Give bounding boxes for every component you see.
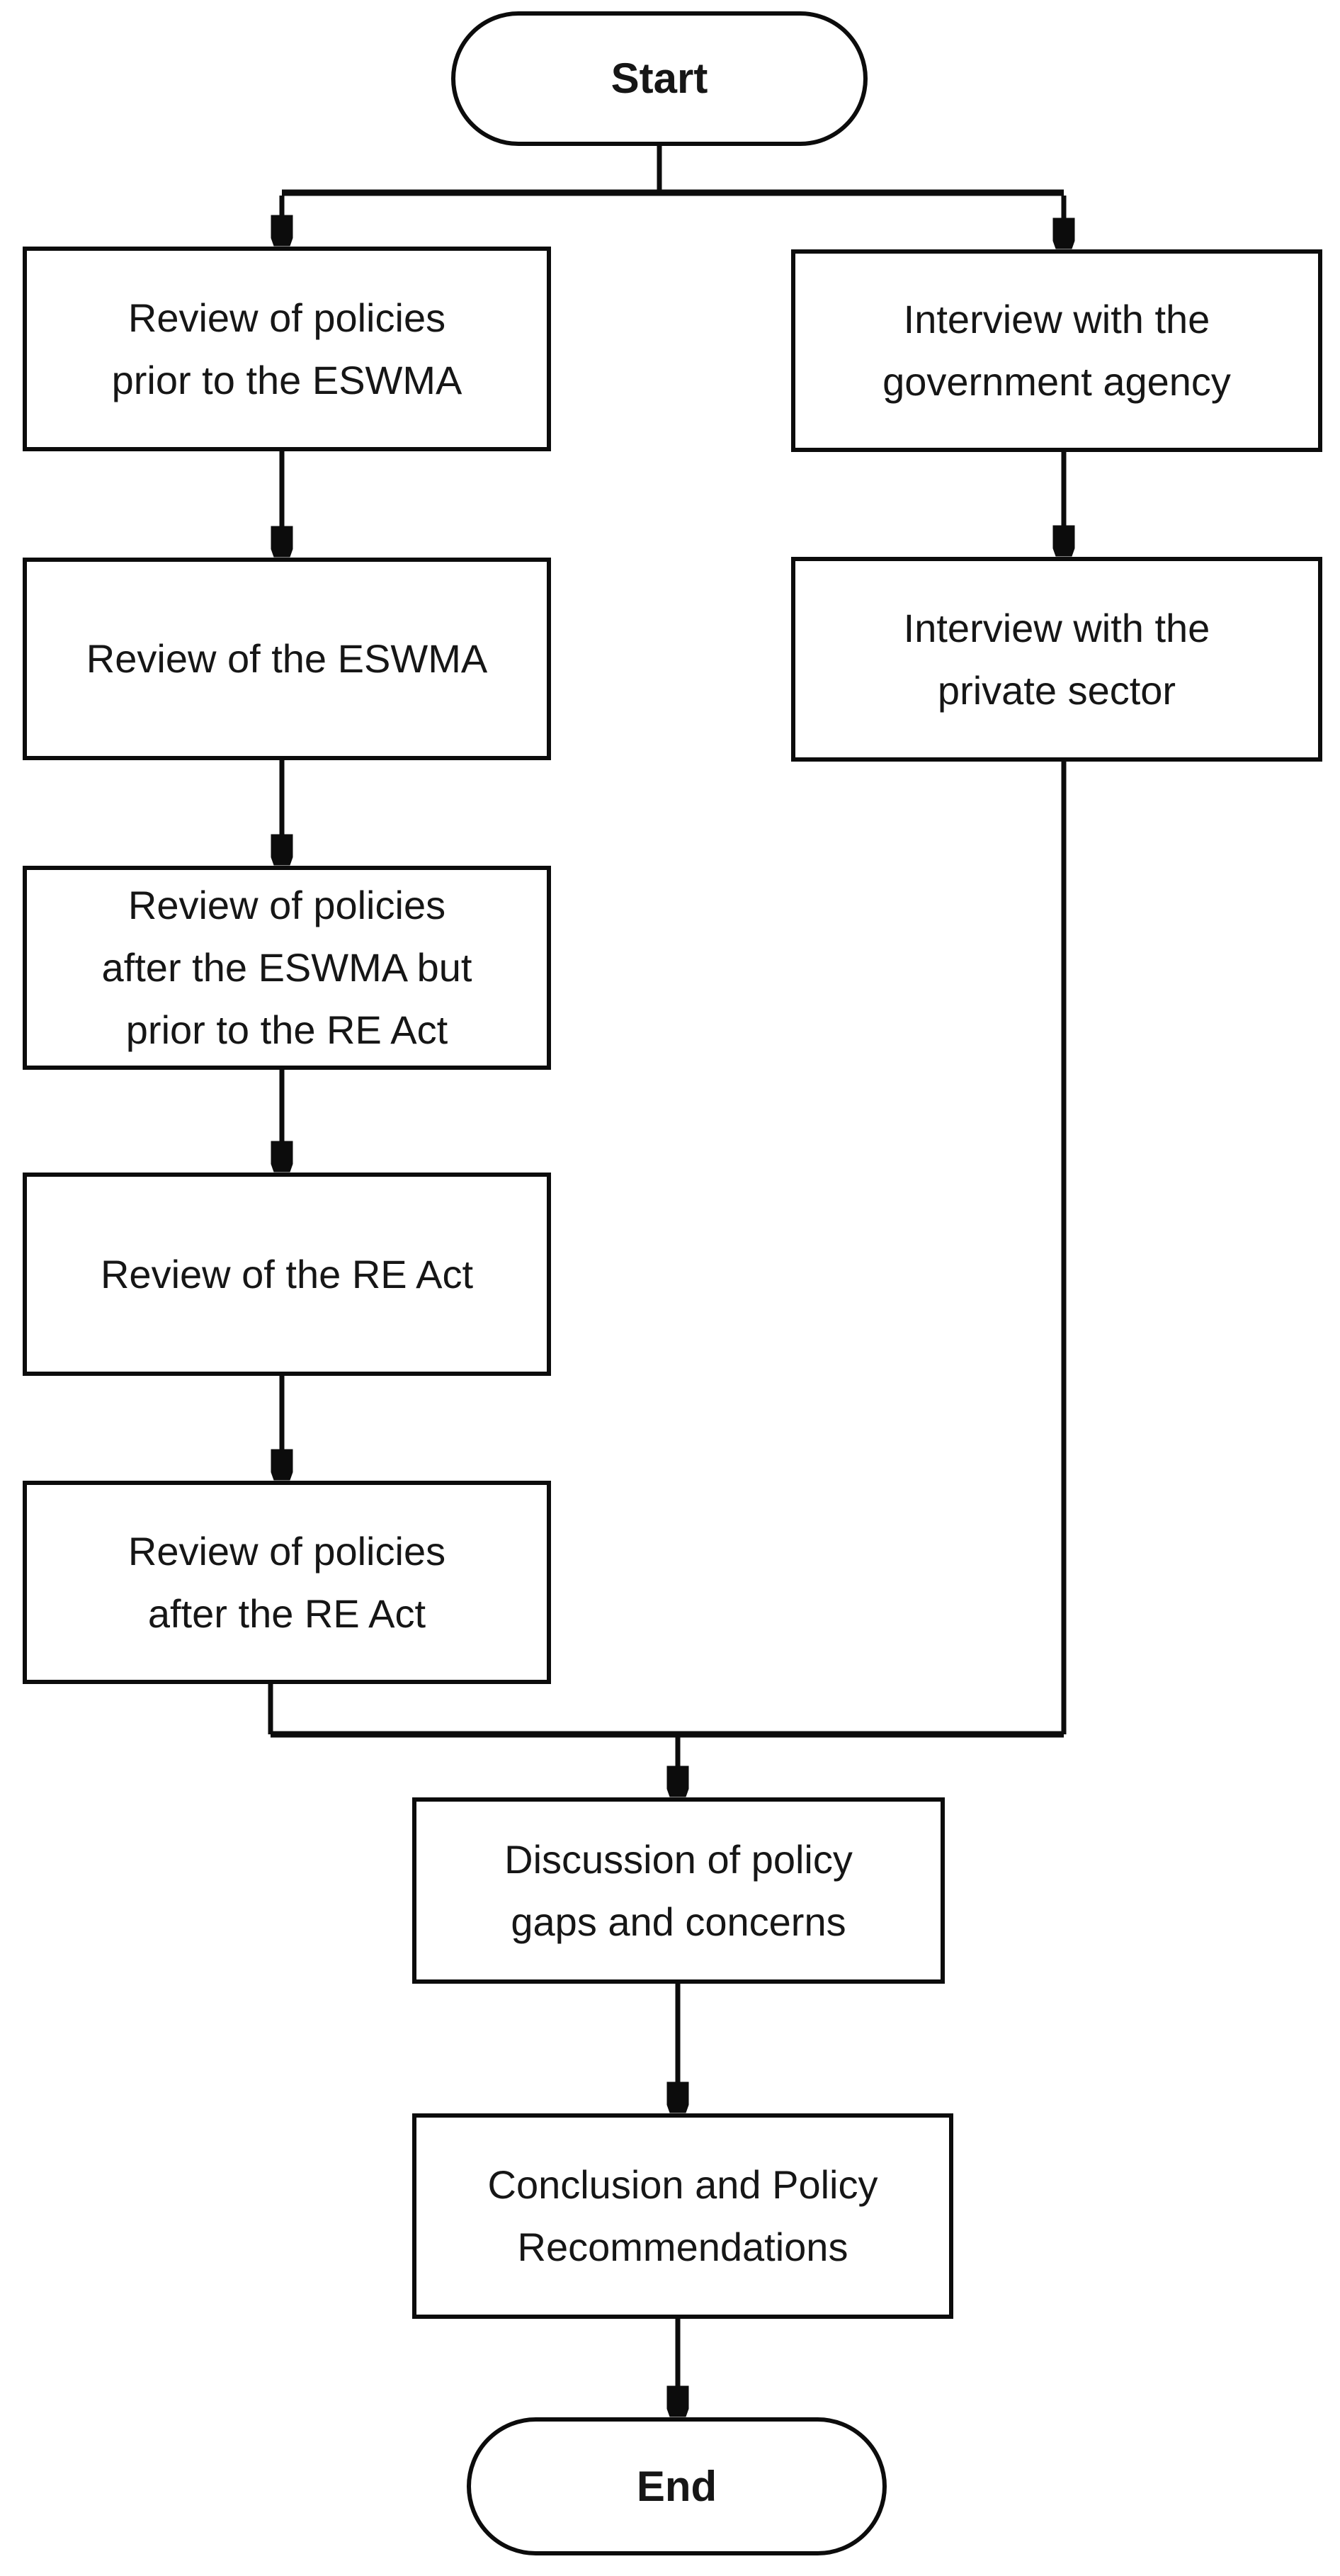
node-label-line: Review of policies xyxy=(127,1528,446,1574)
node-label-line: Review of the RE Act xyxy=(100,1251,473,1297)
node-end: End xyxy=(467,2417,887,2555)
node-review-eswma: Review of the ESWMA xyxy=(23,558,551,760)
node-label-line: Review of the ESWMA xyxy=(86,636,488,681)
node-label-line: Interview with the xyxy=(903,605,1210,650)
node-label-line: after the RE Act xyxy=(147,1591,426,1636)
node-interview-private-sector: Interview with the private sector xyxy=(791,557,1322,762)
node-label-line: gaps and concerns xyxy=(511,1899,846,1944)
node-review-policies-prior-eswma: Review of policies prior to the ESWMA xyxy=(23,247,551,451)
node-label: End xyxy=(636,2462,717,2510)
node-review-re-act: Review of the RE Act xyxy=(23,1173,551,1376)
node-label-line: Recommendations xyxy=(517,2225,848,2269)
node-discussion-policy-gaps: Discussion of policy gaps and concerns xyxy=(412,1797,945,1984)
node-label-line: Interview with the xyxy=(903,297,1210,341)
node-label-line: government agency xyxy=(882,359,1231,404)
node-conclusion-policy-recommendations: Conclusion and Policy Recommendations xyxy=(412,2113,953,2319)
node-label-line: Discussion of policy xyxy=(504,1836,853,1882)
node-label-line: prior to the ESWMA xyxy=(111,357,462,402)
node-label-line: Conclusion and Policy xyxy=(487,2162,878,2207)
node-label: Start xyxy=(611,55,708,102)
node-label-line: after the ESWMA but xyxy=(101,945,472,990)
node-label-line: Review of policies xyxy=(127,883,446,927)
node-label-line: Review of policies xyxy=(127,295,446,340)
node-start: Start xyxy=(451,11,868,146)
node-review-policies-after-eswma-prior-re-act: Review of policies after the ESWMA but p… xyxy=(23,866,551,1070)
node-review-policies-after-re-act: Review of policies after the RE Act xyxy=(23,1481,551,1684)
node-label-line: prior to the RE Act xyxy=(125,1007,448,1052)
node-interview-government-agency: Interview with the government agency xyxy=(791,249,1322,452)
node-label-line: private sector xyxy=(937,667,1176,713)
